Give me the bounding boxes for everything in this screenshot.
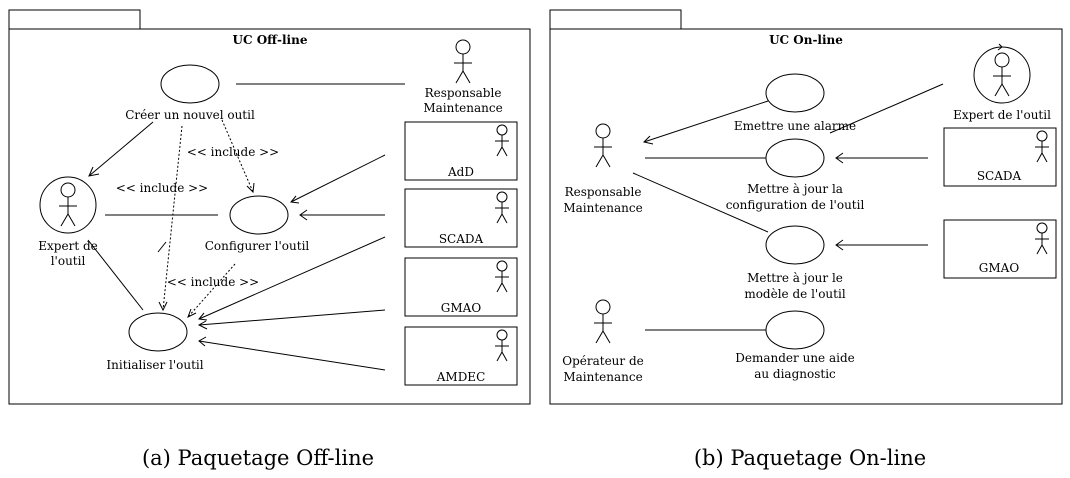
- system-label: AdD: [447, 165, 474, 179]
- include-label: << include >>: [167, 275, 259, 289]
- package-online: UC On-line Expert de l'outil Responsable…: [549, 9, 1063, 405]
- actor-responsable-maintenance: Responsable Maintenance: [563, 123, 643, 215]
- include-arrow: [221, 119, 254, 193]
- association-line: [632, 172, 769, 233]
- caption-a: (a) Paquetage Off-line: [142, 446, 374, 470]
- include-arrow: [162, 125, 183, 311]
- actor-label: Opérateur de: [562, 354, 644, 368]
- usecase-label: Demander une aide: [735, 351, 854, 365]
- system-scada: SCADA: [404, 188, 518, 248]
- association-arrow: [88, 121, 154, 177]
- usecase-aide: Demander une aide au diagnostic: [735, 310, 855, 381]
- include-label: << include >>: [116, 181, 208, 195]
- system-label: AMDEC: [436, 370, 486, 384]
- actor-label: Responsable: [565, 185, 642, 199]
- association-arrow: [198, 340, 386, 371]
- actor-operateur-maintenance: Opérateur de Maintenance: [562, 299, 644, 384]
- actor-label: Maintenance: [423, 101, 502, 115]
- system-label: GMAO: [979, 261, 1020, 275]
- package-tab: [8, 9, 141, 30]
- system-add: AdD: [404, 121, 518, 181]
- system-label: GMAO: [441, 301, 482, 315]
- system-scada: SCADA: [943, 127, 1057, 187]
- actor-label: Maintenance: [563, 201, 642, 215]
- actor-label: Responsable: [425, 86, 502, 100]
- usecase-label: Mettre à jour le: [747, 271, 843, 285]
- association-arrow: [290, 154, 386, 203]
- system-gmao: GMAO: [943, 219, 1057, 279]
- usecase-label: Créer un nouvel outil: [125, 108, 255, 122]
- caption-b: (b) Paquetage On-line: [694, 446, 926, 470]
- actor-expert: Expert de l'outil: [953, 43, 1051, 122]
- actor-responsable-maintenance: Responsable Maintenance: [423, 39, 503, 115]
- system-gmao: GMAO: [404, 257, 518, 317]
- package-title: UC Off-line: [233, 33, 308, 47]
- association-arrow: [198, 236, 386, 320]
- actor-label: Expert de: [38, 239, 97, 253]
- usecase-label: configuration de l'outil: [726, 198, 865, 212]
- association-line: [829, 83, 944, 134]
- usecase-alarme: Emettre une alarme: [734, 73, 856, 133]
- usecase-label: modèle de l'outil: [744, 287, 845, 301]
- association-line: [87, 239, 144, 311]
- usecase-label: Initialiser l'outil: [106, 358, 203, 372]
- usecase-creer: Créer un nouvel outil: [125, 64, 255, 122]
- association-arrow: [643, 100, 769, 143]
- system-amdec: AMDEC: [404, 326, 518, 386]
- usecase-label: au diagnostic: [754, 367, 836, 381]
- usecase-maj-modele: Mettre à jour le modèle de l'outil: [744, 225, 846, 301]
- usecase-label: Mettre à jour la: [747, 182, 843, 196]
- actor-label: Maintenance: [563, 370, 642, 384]
- actor-expert: Expert de l'outil: [38, 176, 98, 268]
- package-title: UC On-line: [769, 33, 843, 47]
- include-mark: [157, 241, 167, 253]
- system-label: SCADA: [439, 232, 484, 246]
- usecase-configurer: Configurer l'outil: [205, 195, 310, 253]
- system-label: SCADA: [977, 169, 1022, 183]
- usecase-initialiser: Initialiser l'outil: [106, 312, 204, 372]
- package-offline: UC Off-line Responsable Maintenance Expe…: [8, 9, 531, 405]
- include-label: << include >>: [187, 145, 279, 159]
- actor-label: l'outil: [51, 254, 86, 268]
- association-arrow: [198, 309, 386, 326]
- usecase-label: Configurer l'outil: [205, 239, 310, 253]
- actor-label: Expert de l'outil: [953, 108, 1051, 122]
- package-tab: [549, 9, 682, 30]
- usecase-label: Emettre une alarme: [734, 119, 856, 133]
- usecase-maj-config: Mettre à jour la configuration de l'outi…: [726, 138, 865, 212]
